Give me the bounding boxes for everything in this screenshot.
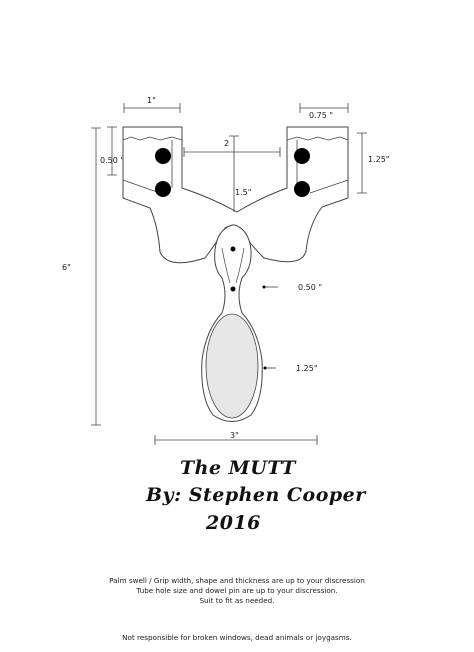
dim-label-fork-spacing: 2 xyxy=(224,139,229,148)
left-lower-tube-hole xyxy=(155,181,171,197)
slingshot-frame-outline xyxy=(122,126,349,264)
dim-label-right-fork: 1.25" xyxy=(368,155,390,164)
dim-label-overall-width: 3" xyxy=(230,431,239,440)
upper-pin-hole xyxy=(230,246,236,252)
dim-label-top-right: 0.75 " xyxy=(309,111,333,120)
note-line-1: Palm swell / Grip width, shape and thick… xyxy=(109,576,365,585)
dim-label-left-fork: 0.50 " xyxy=(100,156,124,165)
designer-credit: By: Stephen Cooper xyxy=(146,484,366,506)
design-notes: Palm swell / Grip width, shape and thick… xyxy=(0,576,474,606)
leader-dot-palm xyxy=(263,366,267,370)
left-upper-tube-hole xyxy=(155,148,171,164)
dim-line-left-fork xyxy=(107,126,117,176)
dim-label-pin-hole: 0.50 " xyxy=(298,283,322,292)
note-line-3: Suit to fit as needed. xyxy=(199,596,275,605)
disclaimer: Not responsible for broken windows, dead… xyxy=(122,633,352,642)
left-fork-detail xyxy=(122,136,183,141)
dim-label-overall-height: 6" xyxy=(62,263,71,272)
lower-pin-hole xyxy=(230,286,236,292)
dim-label-crotch: 1.5" xyxy=(235,188,251,197)
right-fork-inner-edge xyxy=(296,140,349,194)
dim-line-top-right xyxy=(299,103,349,113)
handle-inner-contour xyxy=(221,247,245,284)
leader-dot-pin xyxy=(262,285,266,289)
note-line-2: Tube hole size and dowel pin are up to y… xyxy=(136,586,338,595)
right-lower-tube-hole xyxy=(294,181,310,197)
dim-line-top-left xyxy=(123,103,181,113)
dim-line-crotch xyxy=(229,135,239,212)
right-upper-tube-hole xyxy=(294,148,310,164)
dim-label-palm-swell: 1.25" xyxy=(296,364,318,373)
palm-swell xyxy=(205,313,259,419)
dim-line-fork-spacing xyxy=(183,147,281,157)
dim-line-overall-width xyxy=(154,435,318,445)
left-fork-inner-edge xyxy=(122,140,173,194)
dim-line-overall-height xyxy=(91,127,101,426)
right-fork-detail xyxy=(286,136,349,141)
dim-label-top-left: 1" xyxy=(147,96,156,105)
design-title: The MUTT xyxy=(180,457,296,479)
dim-line-right-fork xyxy=(357,132,367,194)
design-year: 2016 xyxy=(206,512,261,534)
